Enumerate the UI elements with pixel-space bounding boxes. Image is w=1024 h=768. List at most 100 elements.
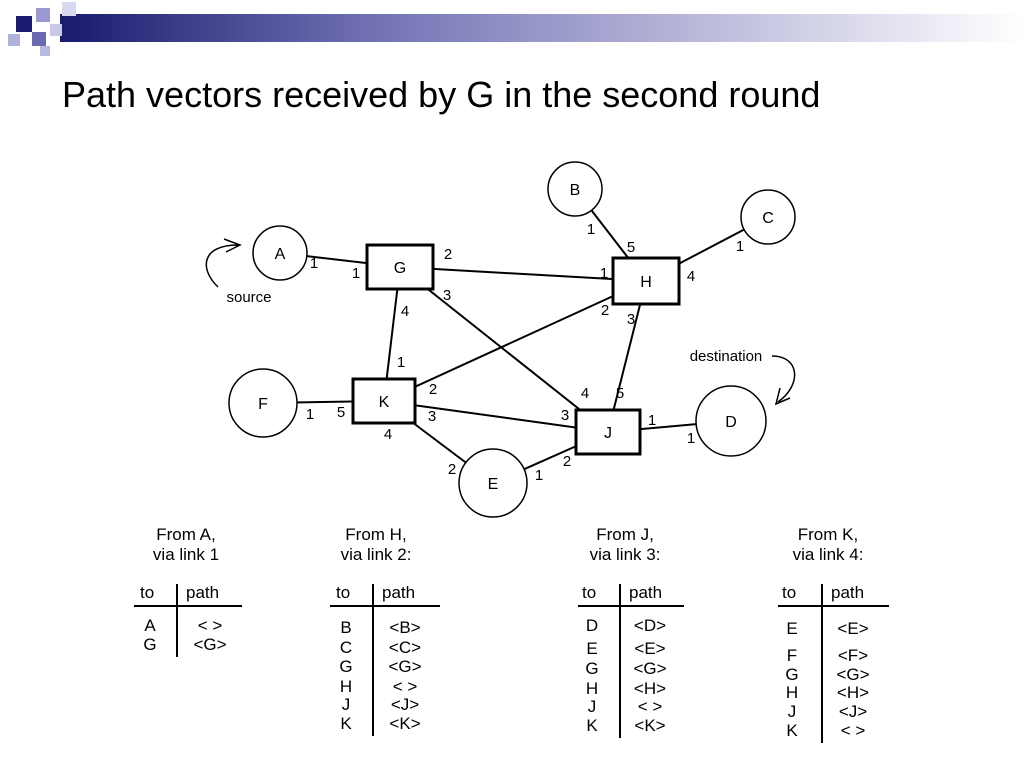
table-cell-to: J: [587, 697, 597, 716]
banner-square: [36, 8, 50, 22]
column-header-path: path: [382, 583, 416, 602]
link-k-j: [383, 400, 609, 433]
table-cell-path: <E>: [837, 619, 869, 638]
table-heading-line1: From H,: [345, 525, 407, 544]
table-heading: From A,via link 1: [106, 525, 266, 565]
table-cell-to: E: [586, 639, 598, 658]
table-cell-to: F: [786, 646, 798, 665]
table-heading-line2: via link 1: [152, 545, 220, 564]
node-d-label: D: [725, 414, 737, 431]
table-cell-path: <J>: [390, 695, 420, 714]
table-cell-path: <J>: [838, 702, 868, 721]
table-cell-to: G: [785, 665, 799, 684]
banner-square: [16, 16, 32, 32]
link-k-h: [383, 280, 647, 402]
table-cell-path: <G>: [388, 657, 422, 676]
port-label-h-c: 4: [687, 268, 695, 285]
table-cell-path: < >: [840, 721, 866, 740]
port-label-c-h: 1: [736, 238, 744, 255]
column-header-to: to: [582, 583, 597, 602]
table-header-rule: [330, 605, 440, 607]
table-cell-path: <G>: [193, 635, 227, 654]
table-heading-line2: via link 3:: [589, 545, 661, 564]
table-cell-to: C: [339, 638, 353, 657]
node-e-label: E: [488, 476, 499, 493]
header-banner: [8, 2, 1024, 56]
table-cell-to: K: [340, 714, 352, 733]
table-cell-to: G: [339, 657, 353, 676]
banner-square: [40, 46, 50, 56]
table-cell-path: <G>: [633, 659, 667, 678]
table-heading: From K,via link 4:: [748, 525, 908, 565]
table-column-divider: [619, 584, 621, 738]
port-label-f-k: 1: [306, 406, 314, 423]
node-f-circle: [228, 368, 298, 438]
column-header-path: path: [629, 583, 663, 602]
node-c-label: C: [762, 210, 774, 227]
table-cell-path: < >: [197, 616, 223, 635]
table-heading-line1: From K,: [797, 525, 859, 544]
banner-bar: [60, 14, 1024, 42]
link-g-j: [399, 266, 609, 433]
banner-square: [8, 34, 20, 46]
banner-square: [50, 24, 62, 36]
port-label-g-k: 4: [401, 303, 409, 320]
table-cell-to: B: [340, 618, 352, 637]
port-label-e-k: 2: [448, 461, 456, 478]
table-heading: From H,via link 2:: [296, 525, 456, 565]
port-label-g-h: 2: [444, 246, 452, 263]
port-label-g-a: 1: [352, 265, 360, 282]
table-cell-to: A: [144, 616, 156, 635]
table-cell-to: K: [786, 721, 798, 740]
port-label-j-k: 3: [561, 407, 569, 424]
table-cell-path: <C>: [388, 638, 422, 657]
slide-title: Path vectors received by G in the second…: [62, 74, 821, 115]
port-label-b-h: 1: [587, 221, 595, 238]
node-g-box: [365, 243, 435, 291]
column-header-to: to: [782, 583, 797, 602]
destination-arrow-icon: [771, 355, 796, 406]
port-label-k-h: 2: [429, 381, 437, 398]
source-label: source: [226, 289, 271, 306]
table-cell-to: D: [585, 616, 599, 635]
table-header-rule: [778, 605, 889, 607]
table-heading: From J,via link 3:: [545, 525, 705, 565]
table-cell-to: H: [585, 679, 599, 698]
node-k-label: K: [379, 394, 390, 411]
table-header-rule: [134, 605, 242, 607]
node-a-label: A: [275, 246, 286, 263]
node-d-circle: [695, 385, 767, 457]
table-cell-to: G: [143, 635, 157, 654]
table-cell-path: <K>: [389, 714, 421, 733]
port-label-h-j: 3: [627, 311, 635, 328]
port-label-d-j: 1: [687, 430, 695, 447]
table-heading-line2: via link 4:: [792, 545, 864, 564]
link-h-j: [607, 280, 647, 433]
node-k-box: [351, 377, 417, 425]
banner-square: [32, 32, 46, 46]
table-cell-to: G: [585, 659, 599, 678]
port-label-h-k: 2: [601, 302, 609, 319]
node-g-label: G: [394, 260, 406, 277]
table-heading-line1: From A,: [156, 525, 216, 544]
banner-square: [62, 2, 76, 16]
table-cell-path: <K>: [634, 716, 666, 735]
table-column-divider: [176, 584, 178, 657]
column-header-path: path: [186, 583, 220, 602]
port-label-e-j: 1: [535, 467, 543, 484]
table-cell-path: <G>: [836, 665, 870, 684]
table-heading-line2: via link 2:: [340, 545, 412, 564]
table-header-rule: [578, 605, 684, 607]
node-a-circle: [252, 225, 308, 281]
table-cell-path: <D>: [633, 616, 667, 635]
port-label-j-g: 4: [581, 385, 589, 402]
port-label-j-d: 1: [648, 412, 656, 429]
table-cell-path: <H>: [633, 679, 667, 698]
table-cell-path: <H>: [836, 683, 870, 702]
table-column-divider: [372, 584, 374, 736]
column-header-to: to: [140, 583, 155, 602]
node-j-box: [574, 408, 642, 456]
port-label-h-g: 1: [600, 265, 608, 282]
source-arrow-icon: [205, 238, 242, 288]
